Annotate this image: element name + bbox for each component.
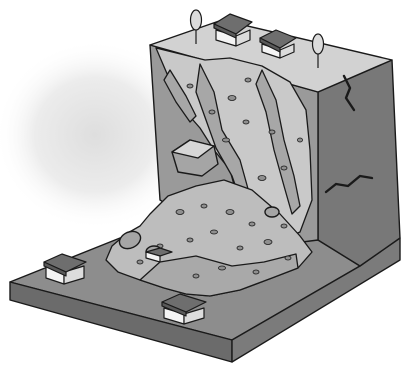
cliff-right-face [318,60,400,266]
boulder-right [265,207,279,217]
